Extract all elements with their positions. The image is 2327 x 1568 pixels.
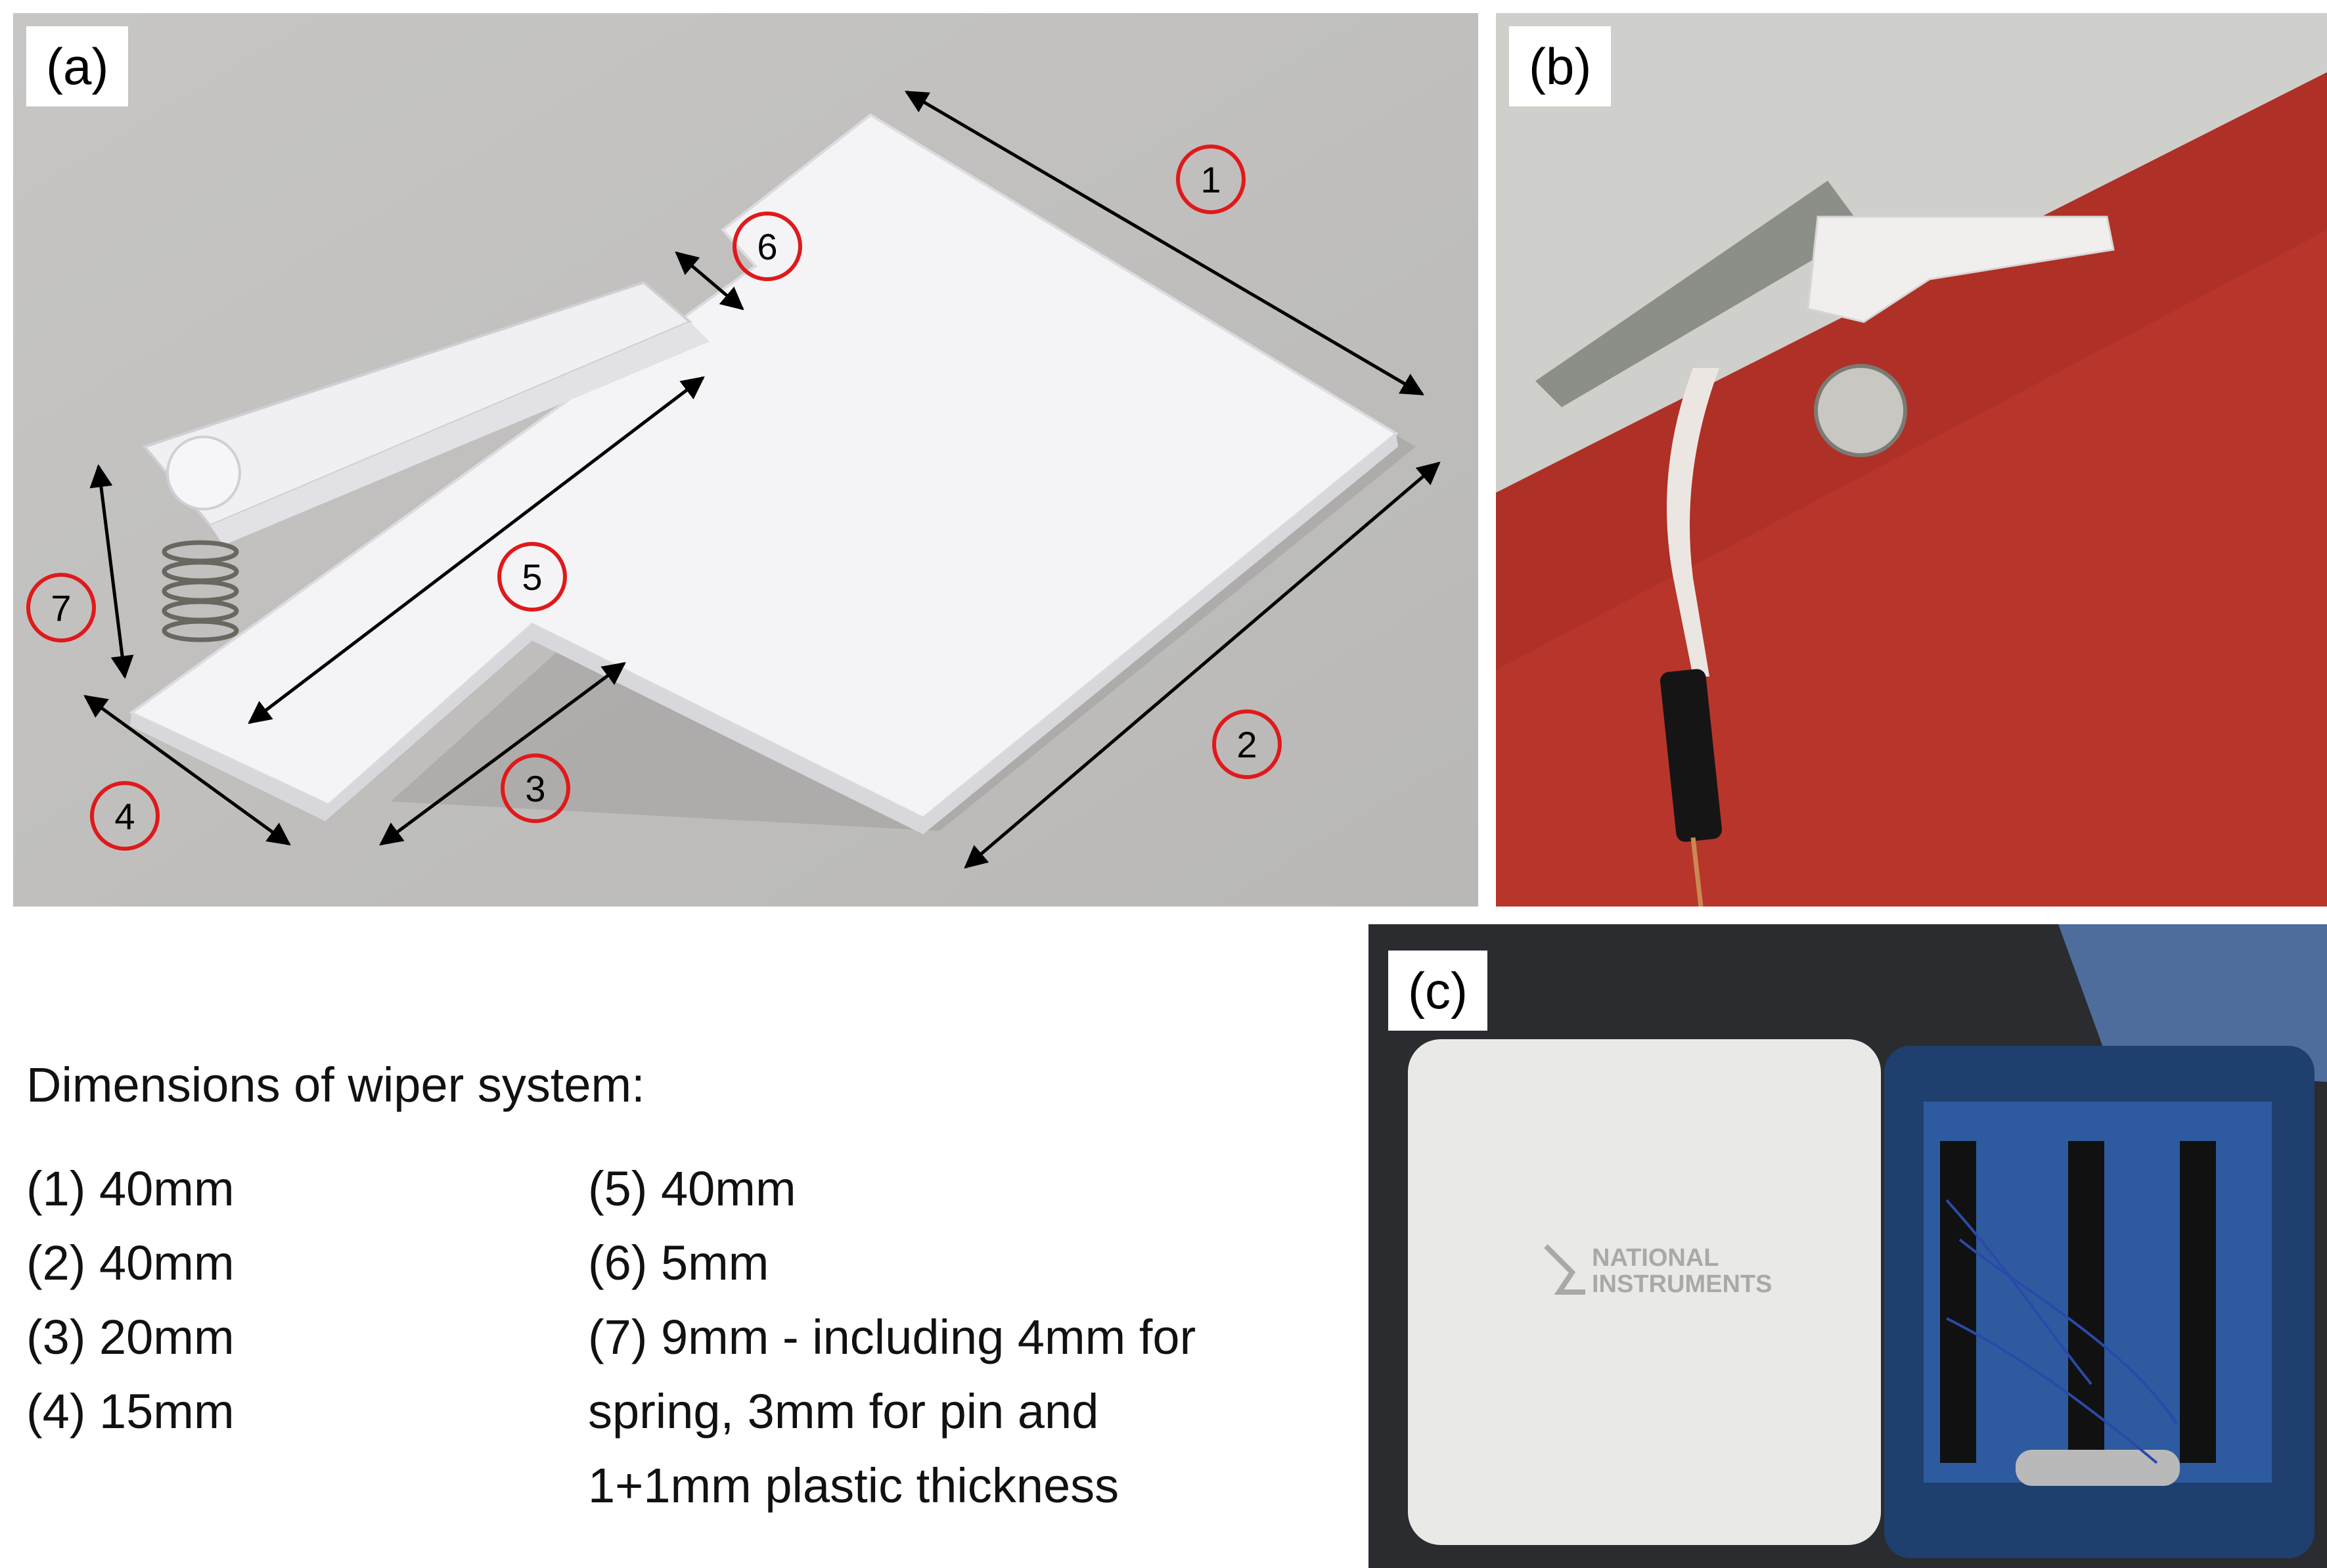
dimensions-title: Dimensions of wiper system: [26, 1058, 645, 1112]
blue-stand [2058, 924, 2327, 1082]
panel-a-label: (a) [26, 26, 129, 106]
dimension-markers [26, 145, 1282, 851]
panel-b-installed-photo: (b) [1496, 13, 2327, 907]
marker-6 [733, 212, 802, 281]
dimension-item-3: (3) 20mm [26, 1310, 235, 1364]
spring-pin-head [166, 436, 241, 510]
marker-6-label: 6 [757, 226, 777, 267]
terminal-strips [1940, 1141, 2216, 1463]
logo-instruments: INSTRUMENTS [1592, 1270, 1772, 1298]
dimension-item-6: (6) 5mm [588, 1236, 769, 1290]
installed-wiper [1807, 215, 2115, 323]
wiper-illustration: 1 2 3 4 5 6 7 [13, 13, 1478, 907]
installation-illustration [1496, 13, 2327, 907]
dimension-item-7: (7) 9mm - including 4mm for [588, 1310, 1196, 1364]
sensor-wires [1945, 1199, 2178, 1464]
dimension-item-7-cont-2: 1+1mm plastic thickness [588, 1458, 1119, 1513]
marker-1 [1176, 145, 1246, 214]
dimension-item-4: (4) 15mm [26, 1384, 235, 1439]
marker-1-label: 1 [1200, 159, 1221, 200]
marker-5-label: 5 [522, 556, 542, 598]
marker-5 [497, 542, 567, 612]
dimension-arrows [83, 90, 1441, 869]
cable-clamp [2016, 1450, 2180, 1486]
ni-logo-icon [1544, 1244, 1585, 1295]
marker-7 [26, 573, 96, 642]
plate-edge [130, 434, 1398, 834]
dimensions-right-column: (5) 40mm (6) 5mm (7) 9mm - including 4mm… [588, 1152, 1344, 1523]
dimensions-left-column: (1) 40mm (2) 40mm (3) 20mm (4) 15mm [26, 1152, 235, 1448]
daq-lid [1408, 1039, 1881, 1545]
spring [162, 540, 239, 642]
beam-shadow [1496, 72, 2327, 670]
bolt-nut [1814, 364, 1907, 457]
logo-national: NATIONAL [1592, 1244, 1719, 1272]
daq-illustration: NATIONAL INSTRUMENTS [1368, 924, 2327, 1568]
marker-3 [501, 753, 570, 823]
marker-2-label: 2 [1236, 724, 1257, 765]
marker-4 [90, 781, 160, 851]
marker-2 [1212, 709, 1282, 779]
copper-wire [1690, 837, 1704, 907]
dimension-item-2: (2) 40mm [26, 1236, 235, 1290]
dimension-item-1: (1) 40mm [26, 1161, 235, 1216]
ribbon-cable [1667, 368, 1719, 677]
panel-c-daq-photo: NATIONAL INSTRUMENTS (c) [1368, 924, 2327, 1568]
dimension-item-5: (5) 40mm [588, 1161, 796, 1216]
mounting-plate [1535, 181, 1864, 407]
marker-7-label: 7 [51, 587, 71, 629]
panel-c-label: (c) [1388, 951, 1487, 1031]
marker-3-label: 3 [525, 768, 545, 809]
panel-a-wiper-photo: 1 2 3 4 5 6 7 (a) [13, 13, 1478, 907]
heat-shrink [1660, 669, 1723, 842]
panel-b-label: (b) [1509, 26, 1612, 106]
marker-4-label: 4 [114, 795, 135, 837]
dimension-item-7-cont-1: spring, 3mm for pin and [588, 1384, 1099, 1439]
